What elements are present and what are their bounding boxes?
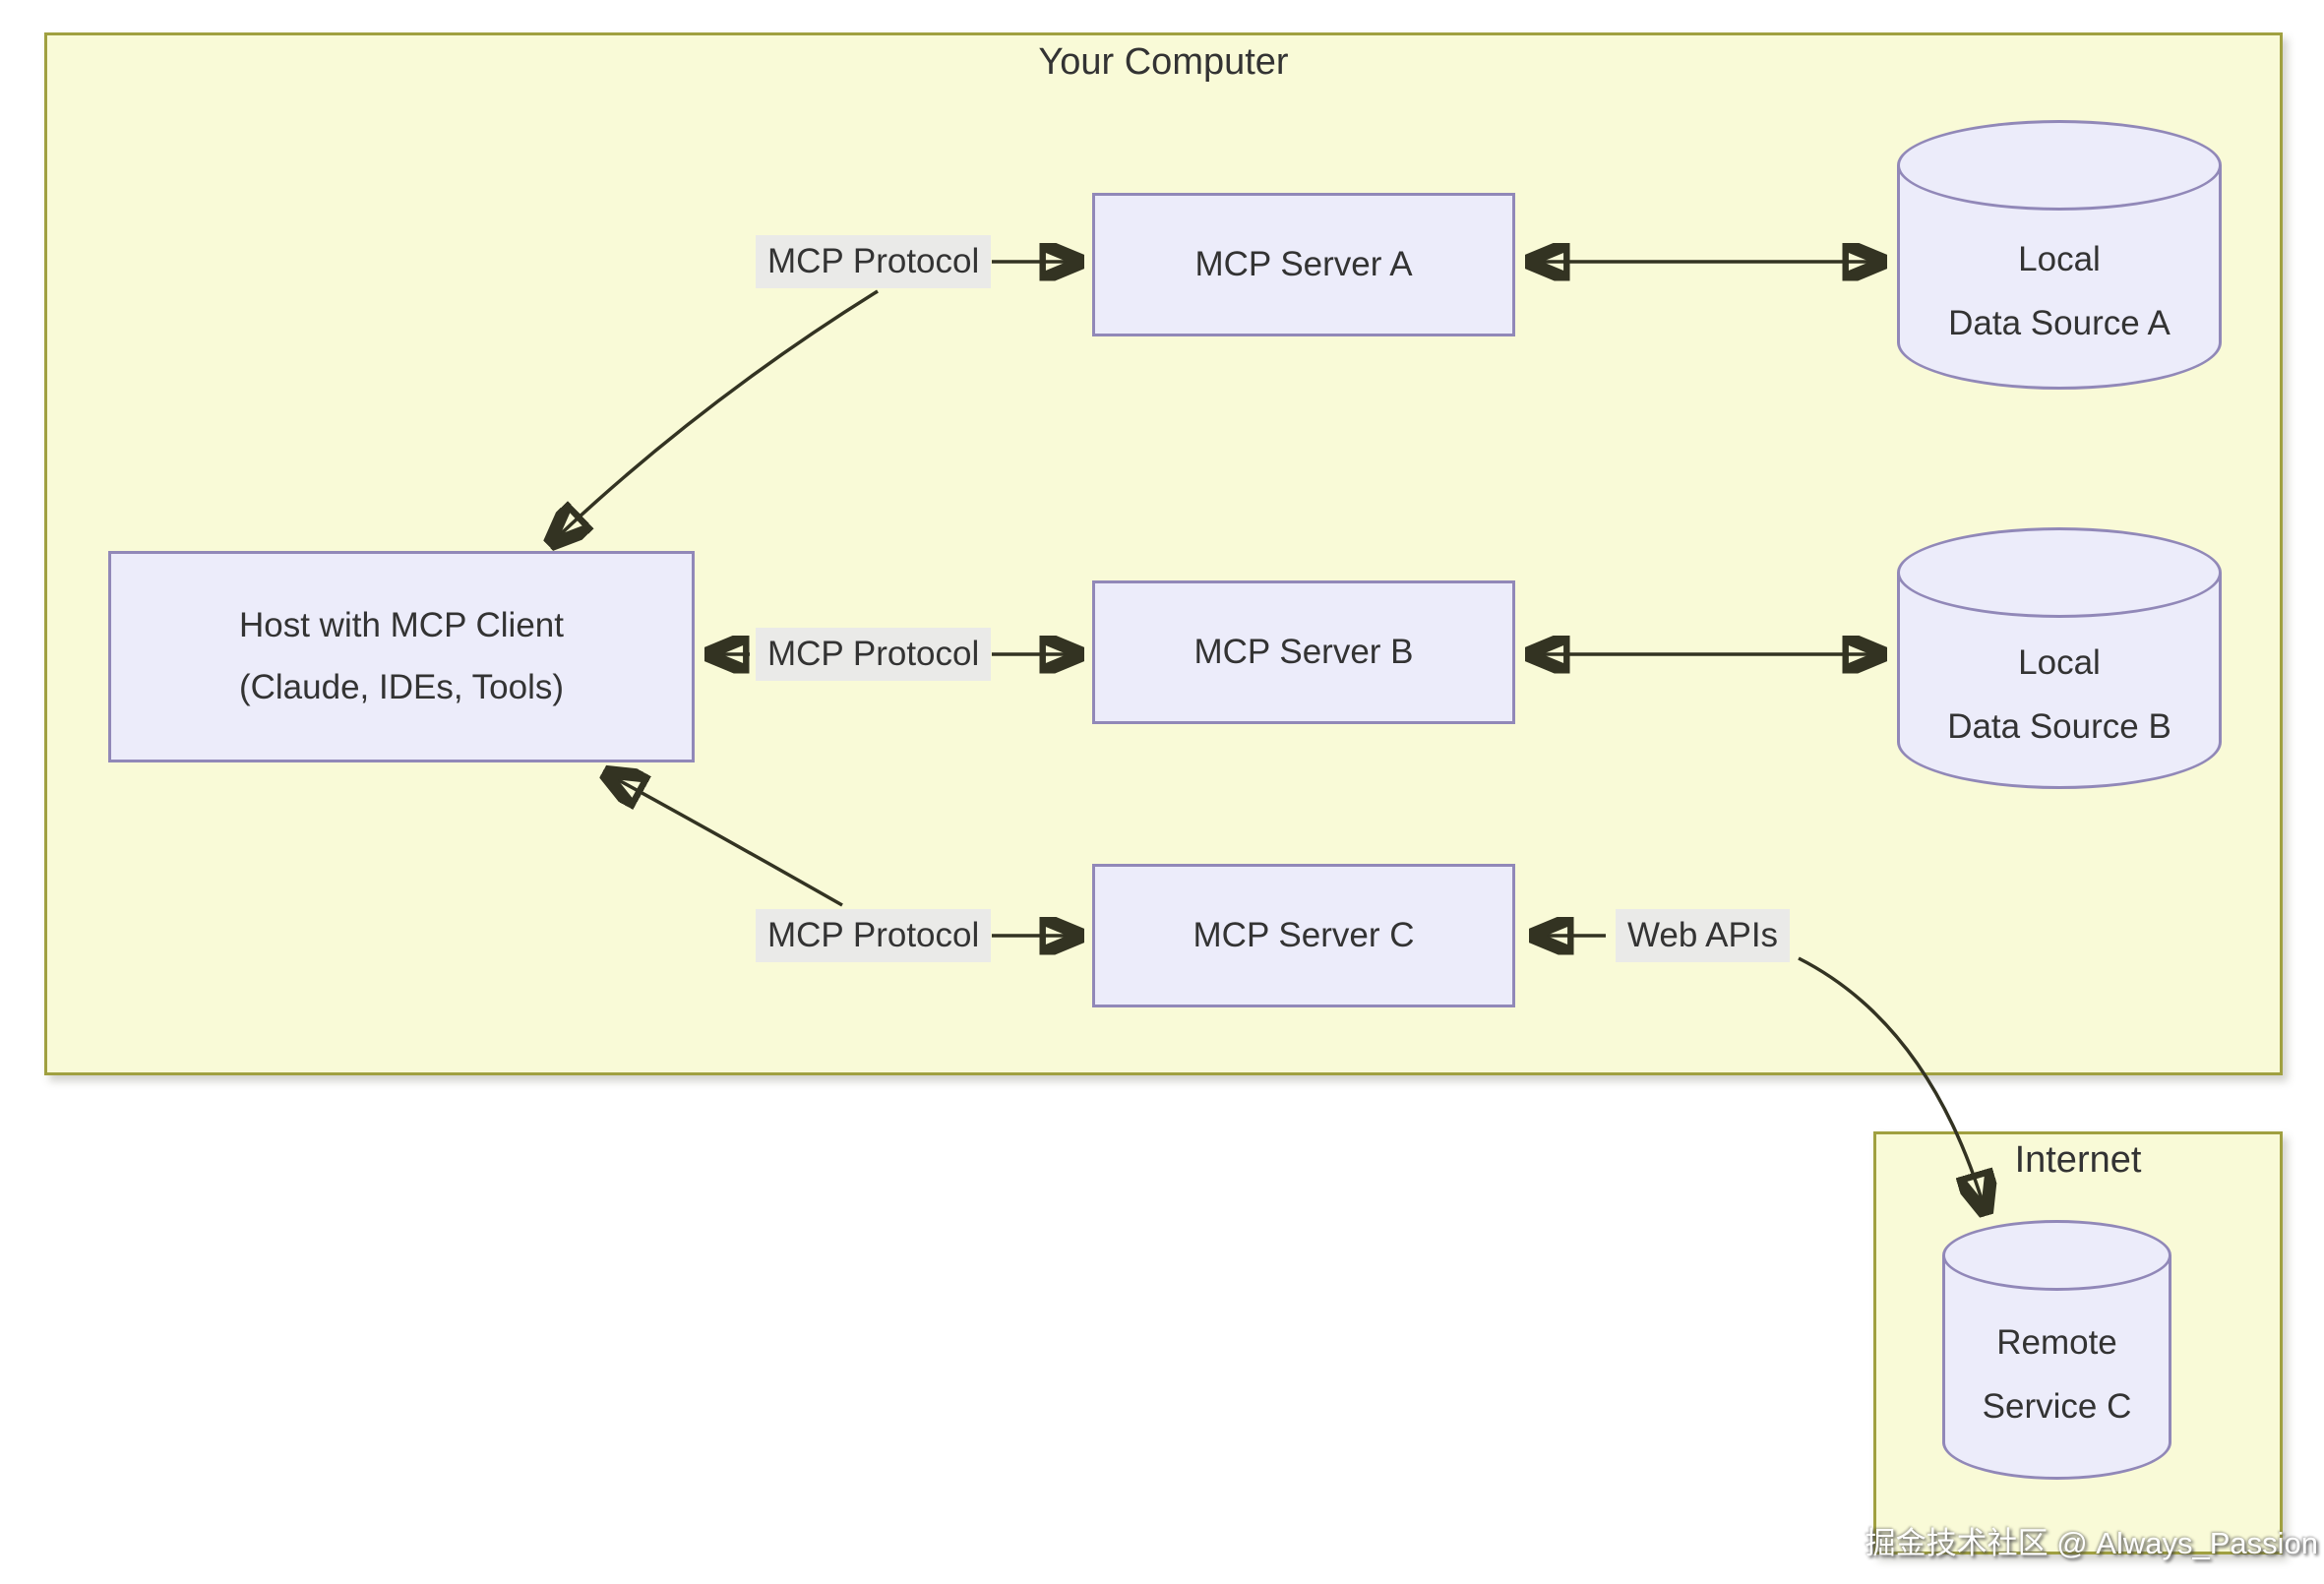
remote-service-c-label: Remote Service C [1942, 1285, 2171, 1466]
watermark: 掘金技术社区 @ Always_Passion [1865, 1526, 2318, 1560]
cylinder-top-ellipse [1897, 120, 2222, 211]
host-node-line2: (Claude, IDEs, Tools) [238, 667, 565, 706]
local-data-source-b-cylinder: Local Data Source B [1897, 527, 2222, 789]
cylinder-body [1942, 1255, 2171, 1480]
cylinder-top-ellipse [1897, 527, 2222, 618]
local-data-source-b-line1: Local [2018, 643, 2101, 683]
remote-service-c-line1: Remote [1996, 1323, 2117, 1363]
remote-service-c-cylinder: Remote Service C [1942, 1220, 2171, 1480]
web-apis-label: Web APIs [1616, 909, 1791, 962]
local-data-source-a-label: Local Data Source A [1897, 209, 2222, 376]
mcp-protocol-label-a: MCP Protocol [756, 235, 992, 288]
mcp-server-b-node: MCP Server B [1092, 580, 1515, 724]
mcp-server-a-label: MCP Server A [1194, 244, 1413, 283]
local-data-source-a-cylinder: Local Data Source A [1897, 120, 2222, 390]
local-data-source-b-label: Local Data Source B [1897, 616, 2222, 775]
local-data-source-a-line1: Local [2018, 240, 2101, 279]
mcp-protocol-label-c: MCP Protocol [756, 909, 992, 962]
local-data-source-b-line2: Data Source B [1947, 707, 2171, 746]
local-data-source-a-line2: Data Source A [1948, 304, 2171, 342]
cylinder-top-ellipse [1942, 1220, 2171, 1291]
mcp-server-a-node: MCP Server A [1092, 193, 1515, 336]
host-node: Host with MCP Client (Claude, IDEs, Tool… [108, 551, 695, 762]
remote-service-c-line2: Service C [1982, 1387, 2132, 1426]
mcp-server-b-label: MCP Server B [1193, 632, 1414, 671]
internet-title: Internet [2014, 1139, 2142, 1181]
your-computer-title: Your Computer [1038, 41, 1289, 83]
mcp-server-c-node: MCP Server C [1092, 864, 1515, 1007]
mcp-protocol-label-b: MCP Protocol [756, 628, 992, 681]
host-node-line1: Host with MCP Client [238, 606, 564, 645]
mcp-server-c-label: MCP Server C [1193, 915, 1415, 954]
